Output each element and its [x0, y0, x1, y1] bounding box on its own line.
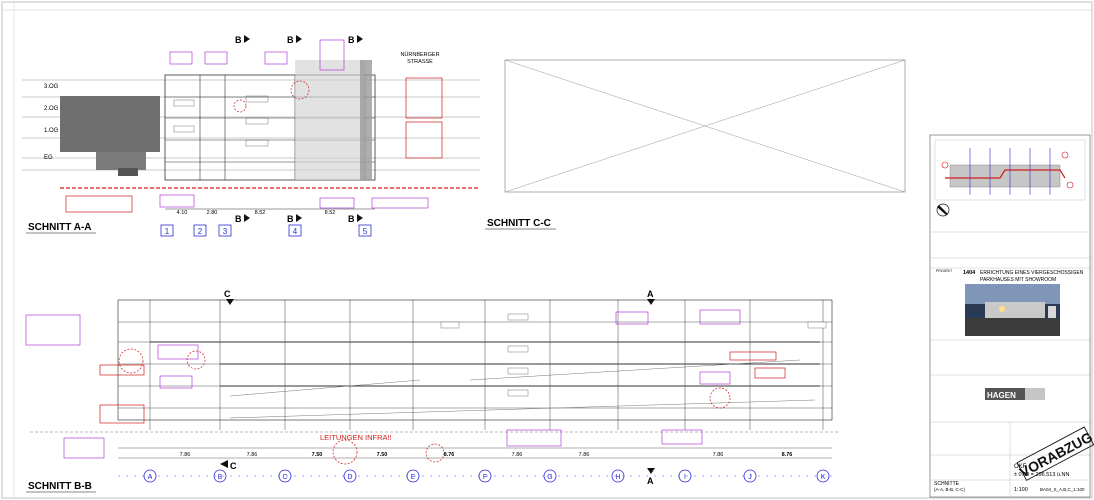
key-plan	[934, 139, 1086, 201]
svg-text:7.86: 7.86	[180, 452, 191, 458]
empty-placeholder-frame	[504, 59, 906, 193]
project-photo	[965, 284, 1060, 336]
svg-text:H: H	[615, 474, 620, 481]
dimension-label: 4.10 2.80 8.52 8.52	[177, 210, 336, 216]
section-marker-c-top: C	[224, 289, 231, 299]
project-label: PROJEKT	[936, 269, 953, 273]
svg-text:7.50: 7.50	[312, 452, 323, 458]
street-name: STRASSE	[407, 59, 433, 65]
section-marker-b-bottom: B B B	[235, 214, 355, 224]
okf-value: ± 0.00 = 296.513 ü.NN	[1014, 472, 1069, 478]
section-c-c: SCHNITT C-C	[485, 59, 906, 230]
north-arrow-icon	[936, 203, 950, 217]
svg-text:E: E	[411, 474, 416, 481]
svg-text:J: J	[748, 474, 752, 481]
parking-structure-b-b	[117, 299, 833, 421]
section-a-a: 3.OG 2.OG 1.OG EG NÜRNBERGER STRASSE B B…	[22, 35, 480, 237]
section-title: SCHNITT C-C	[487, 218, 551, 229]
project-number: 1404	[963, 270, 976, 276]
plan-number: BA04_S_A,B,C_1:100	[1040, 487, 1085, 492]
svg-text:5: 5	[363, 227, 368, 236]
svg-text:3: 3	[223, 227, 228, 236]
svg-text:2.80: 2.80	[207, 210, 218, 216]
svg-text:7.50: 7.50	[377, 452, 388, 458]
svg-text:G: G	[547, 474, 552, 481]
level-label: 2.OG	[44, 106, 59, 112]
firm-logo: HAGEN	[985, 388, 1045, 400]
svg-text:4: 4	[293, 227, 298, 236]
neighbour-building	[60, 96, 160, 152]
title-block: PROJEKT 1404 ERRICHTUNG EINES VIERGESCHO…	[929, 134, 1094, 498]
svg-text:1: 1	[165, 227, 170, 236]
svg-text:7.86: 7.86	[713, 452, 724, 458]
svg-text:B: B	[235, 35, 242, 45]
svg-text:4.10: 4.10	[177, 210, 188, 216]
svg-text:I: I	[684, 474, 686, 481]
svg-text:D: D	[347, 474, 352, 481]
axis-tag: 1 2 3 4 5	[165, 227, 368, 236]
svg-text:7.86: 7.86	[512, 452, 523, 458]
svg-text:8.52: 8.52	[255, 210, 266, 216]
red-callout: LEITUNGEN INFRA!!	[320, 433, 392, 442]
svg-text:B: B	[218, 474, 223, 481]
dimension-label: 7.86 7.86 7.50 7.50 8.76 7.86 7.86 7.86 …	[180, 452, 793, 458]
svg-text:8.76: 8.76	[782, 452, 793, 458]
axis-label: A B C D E F G H I J K	[148, 474, 826, 481]
level-label: 1.OG	[44, 128, 59, 134]
svg-text:HAGEN: HAGEN	[987, 391, 1016, 400]
svg-text:8.76: 8.76	[444, 452, 455, 458]
svg-text:C: C	[282, 474, 287, 481]
level-label: 3.OG	[44, 84, 59, 90]
section-title: SCHNITT B-B	[28, 481, 92, 492]
svg-text:F: F	[483, 474, 487, 481]
okf-label: OKF	[1014, 464, 1027, 470]
section-marker-a-top: A	[647, 289, 654, 299]
svg-text:8.52: 8.52	[325, 210, 336, 216]
svg-text:B: B	[348, 214, 355, 224]
parking-structure-a-a	[164, 74, 376, 181]
svg-text:B: B	[235, 214, 242, 224]
section-marker-a-bottom: A	[647, 476, 654, 486]
plan-type: SCHNITTE	[934, 481, 960, 487]
svg-text:2: 2	[198, 227, 203, 236]
section-title: SCHNITT A-A	[28, 222, 92, 233]
scale: 1:100	[1014, 487, 1028, 493]
section-marker-b-top: B B B	[235, 35, 355, 45]
level-label: EG	[44, 155, 53, 161]
street-name: NÜRNBERGER	[400, 51, 439, 58]
section-b-b: C C A A LEITUNGEN INFRA!! 7.86 7.86 7.50…	[25, 80, 840, 493]
section-marker-c-bottom: C	[230, 461, 237, 471]
svg-text:7.86: 7.86	[247, 452, 258, 458]
svg-text:B: B	[287, 214, 294, 224]
svg-text:7.86: 7.86	[579, 452, 590, 458]
svg-text:A: A	[148, 474, 153, 481]
plan-subtitle: (A-A, B-B, C-C)	[934, 487, 966, 492]
svg-text:B: B	[348, 35, 355, 45]
svg-text:K: K	[821, 474, 826, 481]
project-title: ERRICHTUNG EINES VIERGESCHOSSIGEN	[980, 270, 1084, 276]
svg-text:B: B	[287, 35, 294, 45]
project-title: PARKHAUSES MIT SHOWROOM	[980, 277, 1056, 283]
